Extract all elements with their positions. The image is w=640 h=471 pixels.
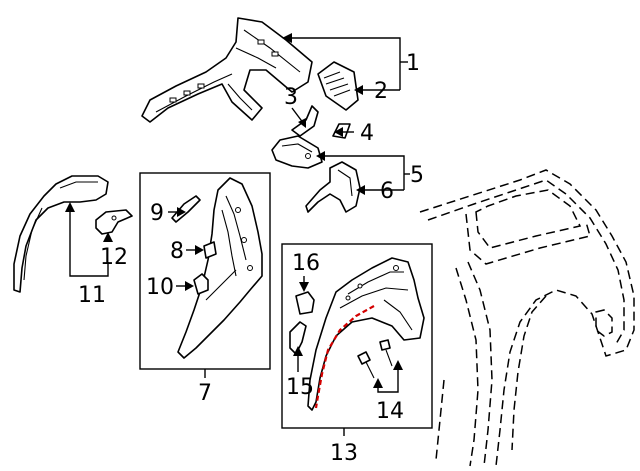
callout-13: 13 bbox=[330, 441, 358, 466]
callout-15: 15 bbox=[286, 375, 314, 400]
part-12-bracket bbox=[95, 209, 133, 235]
callout-11: 11 bbox=[78, 283, 106, 308]
part-11-wheelhouse bbox=[13, 175, 109, 293]
callout-6: 6 bbox=[380, 179, 394, 204]
part-15-bracket bbox=[289, 321, 307, 355]
callout-14: 14 bbox=[376, 399, 404, 424]
body-side-outline bbox=[419, 169, 635, 467]
group-13-box bbox=[281, 243, 433, 429]
part-2-bracket bbox=[317, 61, 359, 111]
callout-4: 4 bbox=[360, 121, 374, 146]
part-10-bracket bbox=[193, 273, 209, 295]
part-9-clip bbox=[171, 195, 201, 223]
part-14-bolts bbox=[357, 339, 393, 379]
callout-3: 3 bbox=[284, 85, 298, 110]
callout-9: 9 bbox=[150, 201, 164, 226]
part-8-bracket bbox=[203, 241, 217, 259]
callout-labels: 1 2 3 4 5 6 7 8 9 10 11 12 13 14 15 16 bbox=[78, 51, 424, 466]
callout-2: 2 bbox=[374, 79, 388, 104]
leader-lines bbox=[65, 33, 410, 436]
callout-12: 12 bbox=[100, 245, 128, 270]
part-7-pillar bbox=[177, 177, 263, 359]
part-5-reinforcement bbox=[271, 135, 323, 169]
part-13-inner-wheelhouse bbox=[307, 257, 425, 411]
callout-1: 1 bbox=[406, 51, 420, 76]
part-16-bracket bbox=[295, 291, 315, 315]
callout-8: 8 bbox=[170, 239, 184, 264]
callout-7: 7 bbox=[198, 381, 212, 406]
callout-16: 16 bbox=[292, 251, 320, 276]
callout-5: 5 bbox=[410, 163, 424, 188]
sealer-line bbox=[314, 305, 375, 409]
callout-10: 10 bbox=[146, 275, 174, 300]
part-6-extension bbox=[305, 161, 361, 213]
part-1-inner-quarter-panel bbox=[141, 17, 313, 123]
